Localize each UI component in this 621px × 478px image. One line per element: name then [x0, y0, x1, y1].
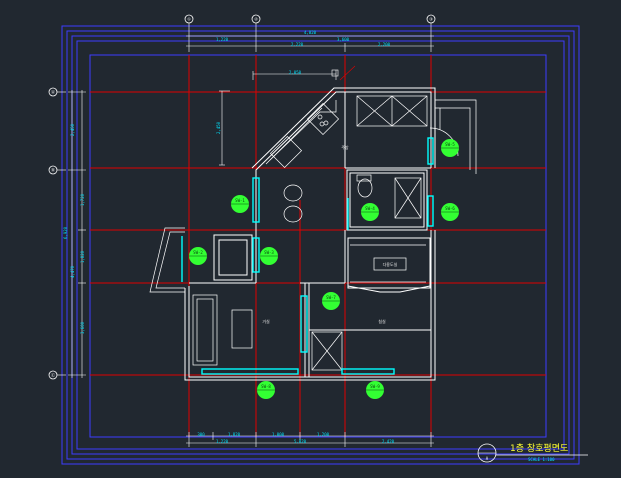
dim-text: 1,000	[272, 432, 285, 437]
room-label-storage: 다용도실	[383, 261, 398, 267]
fixtures	[192, 95, 428, 371]
axis-label: ①	[187, 17, 191, 22]
axis-label: ③	[429, 17, 433, 22]
svg-text:SW-2: SW-2	[193, 250, 203, 255]
dim-text: 1,820	[80, 250, 85, 263]
dim-text: 2,450	[216, 121, 221, 134]
window-tag: SW-3	[260, 247, 278, 265]
svg-text:SW-1: SW-1	[235, 198, 245, 203]
axis-bubble-left-3: Ⓒ	[48, 370, 66, 380]
dim-text: 4,820	[304, 30, 317, 35]
dim-text: 1,820	[228, 432, 241, 437]
dim-text: 6,920	[63, 226, 68, 239]
axis-bubble-left-2: Ⓑ	[48, 165, 66, 175]
dim-text: 2,220	[291, 42, 304, 47]
window-tags: SW-1 SW-2 SW-3 SW-4 SW-5 SW-6 SW-7 SW-8 …	[189, 139, 459, 399]
axis-bubble-left-1: Ⓐ	[48, 87, 66, 97]
dim-text: 1,220	[216, 439, 229, 444]
walls	[184, 87, 436, 381]
window-tag: SW-8	[257, 381, 275, 399]
dim-text: 300	[197, 432, 205, 437]
north-letter: A	[486, 456, 489, 461]
dim-text: 1,220	[216, 37, 229, 42]
window-tag: SW-2	[189, 247, 207, 265]
svg-text:SW-7: SW-7	[326, 295, 336, 300]
window-tag: SW-1	[231, 195, 249, 213]
dim-text: 4,470	[70, 265, 75, 278]
axis-label: Ⓒ	[51, 372, 55, 378]
room-label-kitchen: 주방	[341, 144, 349, 150]
balconies	[149, 99, 477, 293]
dimension-lines-top	[186, 33, 434, 52]
dim-text: 1,720	[80, 193, 85, 206]
dimension-lines-left	[68, 90, 86, 378]
dimension-lines-bottom	[186, 432, 434, 447]
dim-text: 2,420	[382, 439, 395, 444]
svg-text:SW-4: SW-4	[365, 206, 375, 211]
axis-label: Ⓑ	[51, 167, 55, 173]
dim-text: 5,820	[294, 439, 307, 444]
window-tag: SW-7	[322, 292, 340, 310]
room-label-living: 거실	[262, 318, 270, 324]
axis-label: Ⓐ	[51, 89, 55, 95]
axis-bubble-top-1: ①	[184, 14, 194, 33]
drawing-scale: SCALE 1:100	[528, 457, 555, 462]
dim-text: 2,050	[289, 70, 302, 75]
svg-text:SW-9: SW-9	[370, 384, 380, 389]
dim-text: 3,600	[337, 37, 350, 42]
svg-text:SW-3: SW-3	[264, 250, 274, 255]
window-tag: SW-9	[366, 381, 384, 399]
window-tag: SW-5	[441, 139, 459, 157]
sheet-border	[61, 25, 580, 465]
window-tag: SW-6	[441, 203, 459, 221]
dim-text: 3,600	[80, 321, 85, 334]
inner-dimensions	[219, 65, 356, 166]
window-tag: SW-4	[361, 203, 379, 221]
dim-text: 1,200	[317, 432, 330, 437]
svg-text:SW-8: SW-8	[261, 384, 271, 389]
axis-bubble-top-3: ③	[426, 14, 436, 33]
room-label-bedroom: 침실	[378, 318, 386, 324]
axis-label: ②	[254, 17, 258, 22]
axis-bubble-top-2: ②	[251, 14, 261, 33]
windows	[181, 137, 434, 375]
svg-text:SW-5: SW-5	[445, 142, 455, 147]
drawing-title: 1층 창호평면도	[510, 443, 568, 454]
svg-text:SW-6: SW-6	[445, 206, 455, 211]
dim-text: 2,200	[378, 42, 391, 47]
title-block: A 1층 창호평면도 SCALE 1:100	[477, 443, 588, 463]
axis-bubbles: ① ② ③ Ⓐ Ⓑ Ⓒ	[48, 14, 436, 380]
dim-text: 2,450	[70, 123, 75, 136]
